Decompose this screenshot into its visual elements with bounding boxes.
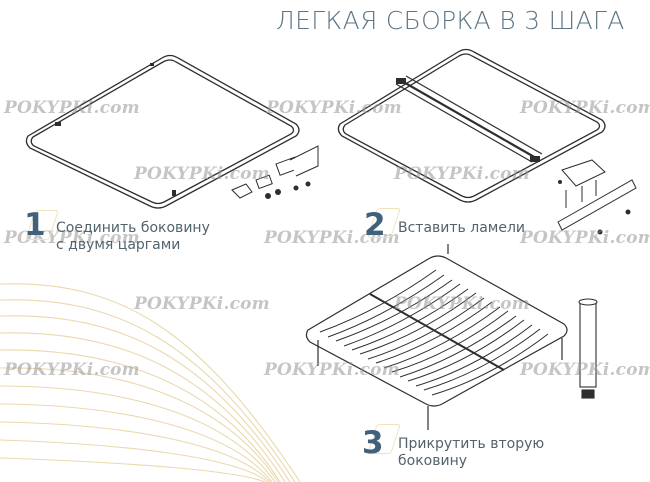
- watermark: POKYPKi.com: [266, 98, 402, 118]
- step-2-text: Вставить ламели: [398, 220, 525, 236]
- watermark: POKYPKi.com: [520, 360, 650, 380]
- step-2-number: 2: [364, 207, 386, 243]
- watermark: POKYPKi.com: [4, 360, 140, 380]
- watermark: POKYPKi.com: [134, 294, 270, 314]
- page-title: ЛЕГКАЯ СБОРКА В 3 ШАГА: [276, 6, 625, 35]
- step-1-text-line2: с двумя царгами: [56, 237, 181, 253]
- step-1-number: 1: [24, 207, 46, 243]
- step-1-text-line1: Соединить боковину: [56, 220, 210, 236]
- watermark: POKYPKi.com: [520, 228, 650, 248]
- watermark: POKYPKi.com: [264, 228, 400, 248]
- watermark: POKYPKi.com: [4, 98, 140, 118]
- step-3-illustration: [305, 244, 598, 430]
- watermark: POKYPKi.com: [394, 164, 530, 184]
- step-1-illustration: [25, 54, 319, 209]
- watermark: POKYPKi.com: [520, 98, 650, 118]
- step-3-text-line1: Прикрутить вторую: [398, 436, 545, 452]
- step-1-text: Соединить боковину с двумя царгами: [56, 220, 210, 254]
- watermark: POKYPKi.com: [264, 360, 400, 380]
- watermark: POKYPKi.com: [394, 294, 530, 314]
- step-2-illustration: [337, 48, 637, 235]
- step-3-text-line2: боковину: [398, 453, 468, 469]
- watermark: POKYPKi.com: [134, 164, 270, 184]
- step-3-number: 3: [362, 425, 384, 461]
- watermark: POKYPKi.com: [4, 228, 140, 248]
- step-3-text: Прикрутить вторую боковину: [398, 436, 544, 470]
